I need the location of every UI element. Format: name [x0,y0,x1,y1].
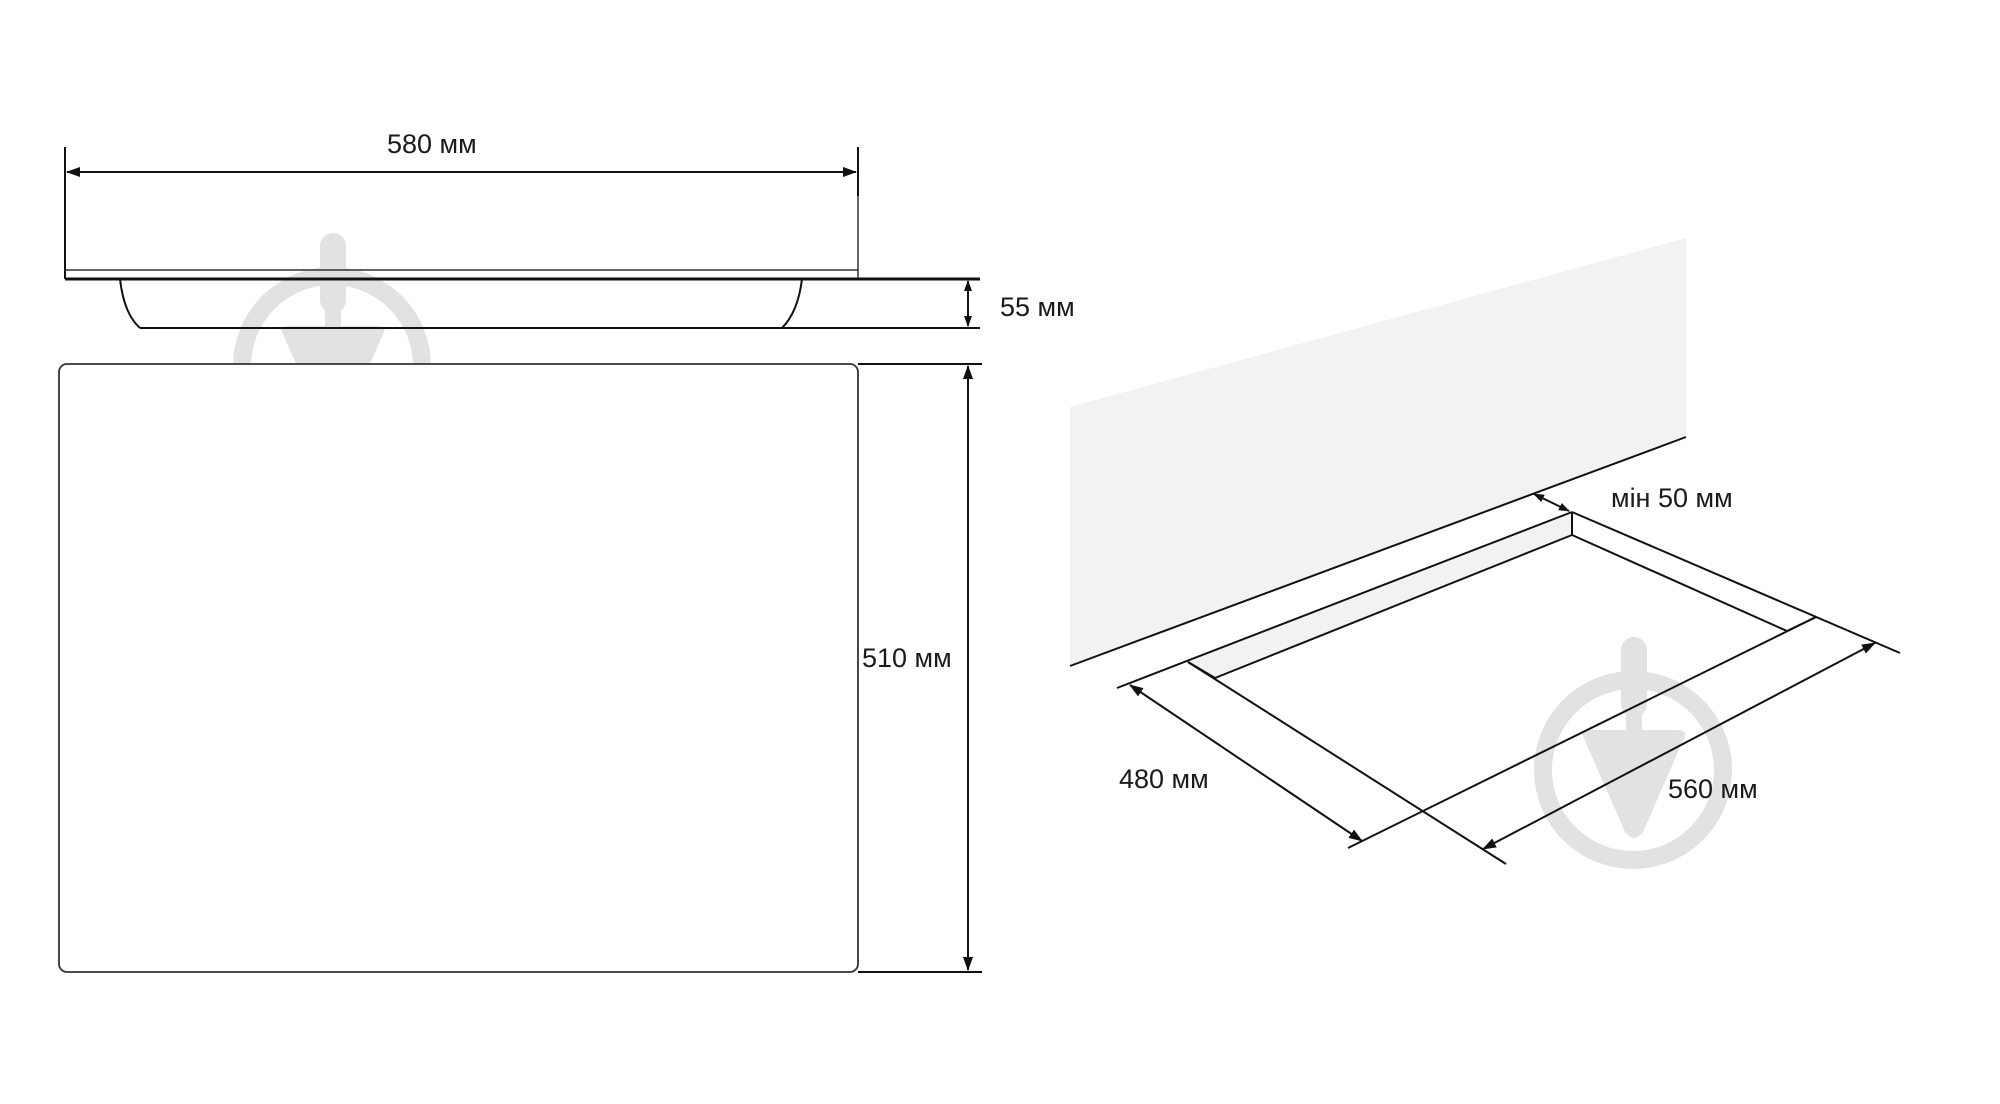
hob-top-outline [58,363,859,973]
cutout-right-edge-outer [1571,511,1901,654]
cutout-left-edge [1187,661,1507,865]
body-right-curve [781,278,803,329]
height-label: 510 мм [862,643,952,673]
wall [1070,238,1686,666]
cutout-front-edge [1347,616,1817,849]
cutout-depth-dimension-line [1129,684,1363,842]
cutout-width-dimension-line [1482,642,1876,850]
body-left-curve [119,278,141,329]
trowel-watermark-icon [1534,637,1732,869]
clearance-dimension-line [1533,493,1570,512]
cutout-view [1069,238,1901,865]
cutout-back-edge-inner [1214,534,1573,679]
clearance-label: мін 50 мм [1611,483,1733,513]
cutout-width-label: 560 мм [1668,774,1758,804]
wall-base-line [1069,436,1687,667]
side-view [64,147,980,329]
cutout-back-edge-outer [1116,511,1573,689]
depth-label: 55 мм [1000,292,1075,322]
top-view [58,363,982,973]
width-label: 580 мм [387,129,477,159]
cutout-right-edge-inner [1571,534,1788,632]
cutout-depth-label: 480 мм [1119,764,1209,794]
